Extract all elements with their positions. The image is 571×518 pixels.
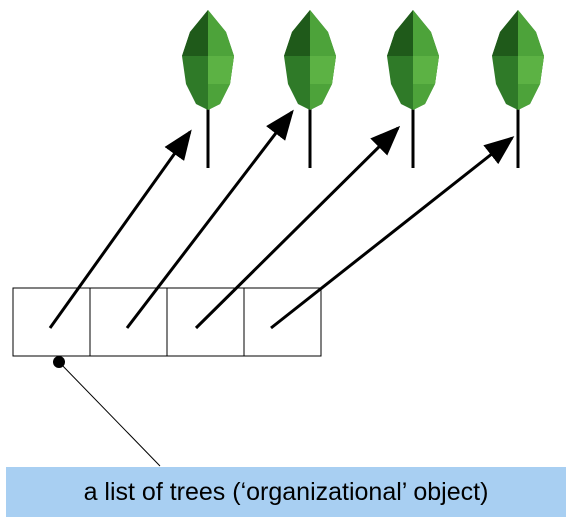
tree-icon bbox=[387, 10, 439, 110]
caption-text: a list of trees (‘organizational’ object… bbox=[83, 477, 489, 506]
tree-icon bbox=[492, 10, 544, 110]
arrow-cell-2-to-tree-2 bbox=[125, 109, 294, 329]
list-cell-1 bbox=[12, 287, 91, 357]
tree-1 bbox=[182, 10, 234, 168]
tree-2 bbox=[284, 10, 336, 168]
caption-box: a list of trees (‘organizational’ object… bbox=[6, 467, 566, 517]
list-cell-2 bbox=[89, 287, 168, 357]
arrow-cell-1-to-tree-1 bbox=[48, 129, 192, 329]
list-box bbox=[12, 287, 322, 357]
caption-pointer-line bbox=[58, 361, 161, 467]
tree-icon bbox=[182, 10, 234, 110]
arrow-cell-4-to-tree-4 bbox=[270, 136, 515, 330]
tree-4 bbox=[492, 10, 544, 168]
tree-icon bbox=[284, 10, 336, 110]
tree-3 bbox=[387, 10, 439, 168]
arrow-cell-3-to-tree-3 bbox=[194, 125, 401, 330]
list-cell-3 bbox=[166, 287, 245, 357]
